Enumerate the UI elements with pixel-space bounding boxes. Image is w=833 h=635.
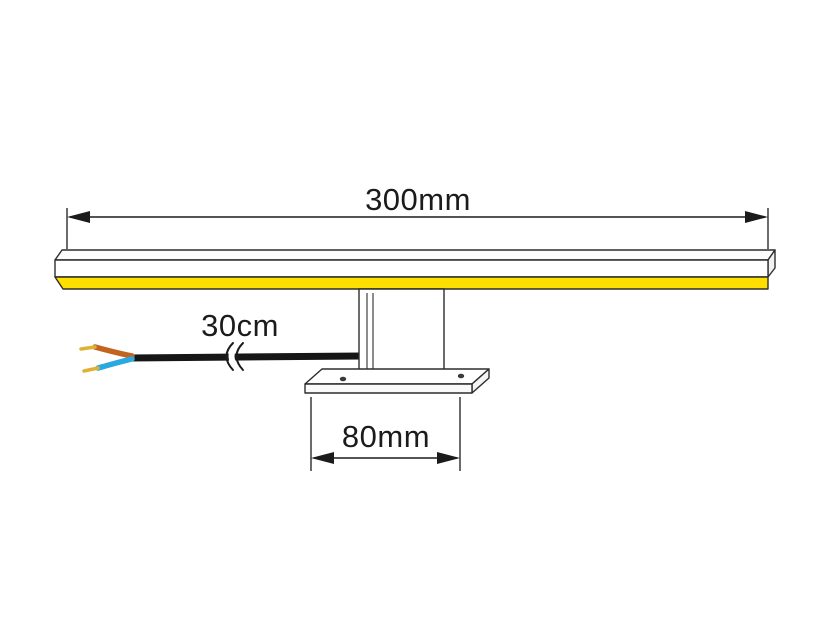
wire-live-tip (79, 345, 97, 351)
mounting-base-plate (304, 368, 490, 394)
dimension-base-width: 80mm (310, 397, 461, 471)
arrowhead-right-icon (745, 211, 768, 223)
dimension-total-width: 300mm (66, 182, 769, 249)
mounting-stem (358, 288, 445, 374)
arrowhead-left-icon (311, 452, 334, 464)
total-width-label: 300mm (365, 182, 471, 217)
cable-break-gap (228, 340, 241, 373)
bar-top-face (54, 249, 776, 261)
wire-live (92, 344, 135, 359)
light-bar (54, 249, 776, 290)
cable-break-mark-left (225, 342, 234, 371)
cable-break-mark-right (235, 342, 244, 371)
plate-front-face (304, 383, 473, 394)
screw-hole-left (339, 376, 347, 382)
stem-body (358, 288, 445, 374)
wire-neutral-tip (82, 366, 100, 373)
power-cable: 30cm (79, 308, 366, 373)
arrowhead-right-icon (437, 452, 460, 464)
cable-length-label: 30cm (201, 308, 279, 343)
cable-line (126, 352, 366, 362)
screw-hole-right (457, 373, 465, 379)
led-strip (54, 276, 769, 290)
arrowhead-left-icon (67, 211, 90, 223)
wire-neutral (95, 356, 135, 371)
bar-front-face (54, 259, 769, 278)
base-width-label: 80mm (342, 419, 430, 454)
